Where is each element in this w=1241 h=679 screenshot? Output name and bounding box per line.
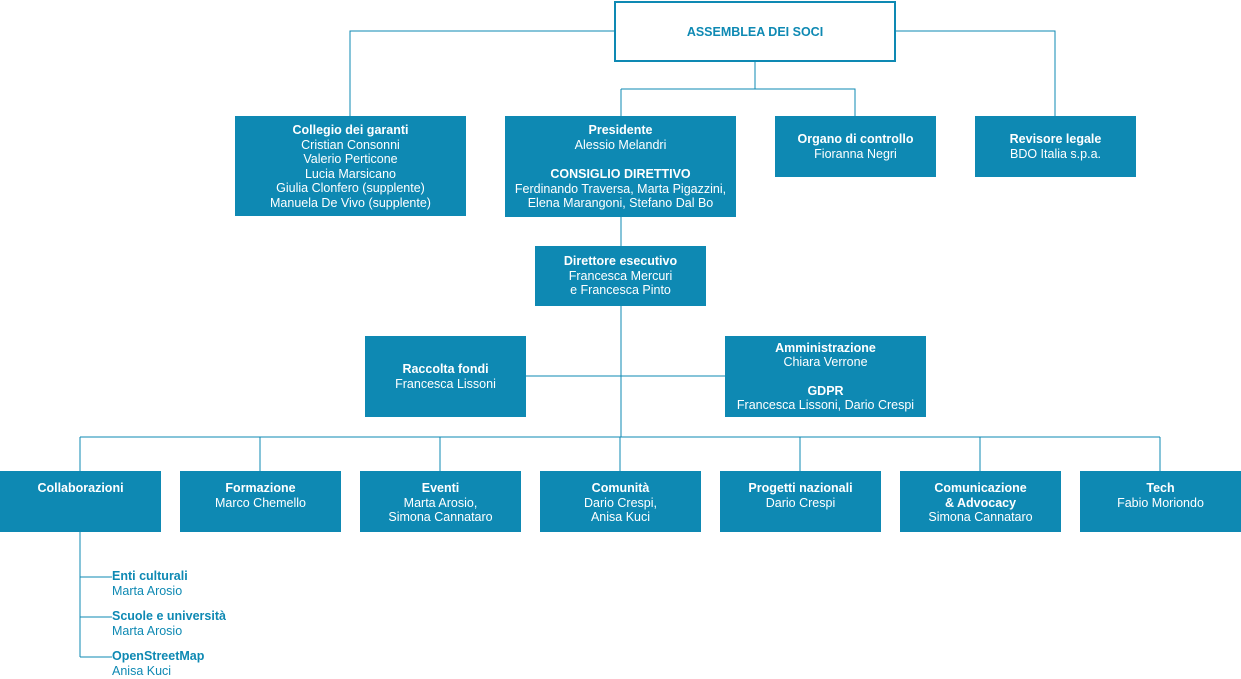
organo-controllo-box: Organo di controllo Fioranna Negri bbox=[775, 116, 936, 177]
direttore-esecutivo-box: Direttore esecutivo Francesca Mercuri e … bbox=[535, 246, 706, 306]
sub-title: Enti culturali bbox=[112, 569, 188, 583]
sub-enti-culturali: Enti culturali Marta Arosio bbox=[112, 569, 188, 599]
area-name: Simona Cannataro bbox=[928, 510, 1033, 524]
collegio-member: Valerio Perticone bbox=[303, 152, 398, 166]
assemblea-soci-title: ASSEMBLEA DEI SOCI bbox=[686, 24, 824, 39]
consiglio-member: Ferdinando Traversa, Marta Pigazzini, bbox=[514, 181, 727, 196]
area-collaborazioni-box: Collaborazioni bbox=[0, 471, 161, 532]
area-progetti-nazionali-box: Progetti nazionali Dario Crespi bbox=[720, 471, 881, 532]
area-name: Simona Cannataro bbox=[388, 510, 493, 524]
collegio-member: Giulia Clonfero (supplente) bbox=[276, 181, 425, 195]
direttore-name: e Francesca Pinto bbox=[570, 283, 671, 298]
presidente-title: Presidente bbox=[588, 123, 653, 137]
assemblea-soci-box: ASSEMBLEA DEI SOCI bbox=[614, 1, 896, 62]
collegio-member: Lucia Marsicano bbox=[304, 166, 396, 181]
sub-name: Anisa Kuci bbox=[112, 664, 172, 678]
consiglio-member: Elena Marangoni, Stefano Dal Bo bbox=[527, 196, 714, 210]
amministrazione-name: Chiara Verrone bbox=[783, 355, 868, 369]
sub-title: Scuole e università bbox=[112, 609, 226, 623]
collegio-member: Manuela De Vivo (supplente) bbox=[270, 195, 431, 210]
raccolta-fondi-name: Francesca Lissoni bbox=[395, 376, 496, 391]
area-title: Progetti nazionali bbox=[748, 481, 853, 495]
area-name: Fabio Moriondo bbox=[1117, 495, 1204, 510]
direttore-esecutivo-title: Direttore esecutivo bbox=[563, 254, 678, 269]
collegio-member: Cristian Consonni bbox=[301, 137, 400, 152]
area-title: Comunità bbox=[591, 481, 650, 495]
revisore-legale-name: BDO Italia s.p.a. bbox=[1009, 146, 1101, 161]
sub-name: Marta Arosio bbox=[112, 584, 183, 598]
area-title: Formazione bbox=[225, 481, 296, 495]
sub-title: OpenStreetMap bbox=[112, 649, 205, 663]
revisore-legale-title: Revisore legale bbox=[1009, 132, 1102, 146]
sub-openstreetmap: OpenStreetMap Anisa Kuci bbox=[112, 649, 204, 679]
area-name: Anisa Kuci bbox=[590, 510, 651, 524]
consiglio-direttivo-title: CONSIGLIO DIRETTIVO bbox=[550, 167, 691, 181]
area-eventi-box: Eventi Marta Arosio, Simona Cannataro bbox=[360, 471, 521, 532]
amministrazione-box: Amministrazione Chiara Verrone GDPR Fran… bbox=[725, 336, 926, 417]
area-name: Marta Arosio, bbox=[403, 495, 478, 510]
sub-name: Marta Arosio bbox=[112, 624, 183, 638]
sub-scuole-universita: Scuole e università Marta Arosio bbox=[112, 609, 226, 639]
area-title: Eventi bbox=[421, 481, 460, 495]
area-name: Dario Crespi, bbox=[584, 495, 657, 510]
direttore-name: Francesca Mercuri bbox=[568, 268, 673, 283]
amministrazione-title: Amministrazione bbox=[775, 340, 876, 355]
area-tech-box: Tech Fabio Moriondo bbox=[1080, 471, 1241, 532]
gdpr-names: Francesca Lissoni, Dario Crespi bbox=[736, 398, 915, 412]
presidente-name: Alessio Melandri bbox=[574, 137, 667, 152]
area-name: Dario Crespi bbox=[765, 495, 836, 510]
area-title: Comunicazione bbox=[934, 481, 1027, 495]
raccolta-fondi-box: Raccolta fondi Francesca Lissoni bbox=[365, 336, 526, 417]
collegio-garanti-title: Collegio dei garanti bbox=[292, 123, 409, 137]
revisore-legale-box: Revisore legale BDO Italia s.p.a. bbox=[975, 116, 1136, 177]
area-name: Marco Chemello bbox=[214, 495, 306, 510]
organo-controllo-name: Fioranna Negri bbox=[814, 146, 897, 161]
area-formazione-box: Formazione Marco Chemello bbox=[180, 471, 341, 532]
area-title: Tech bbox=[1146, 481, 1175, 495]
organo-controllo-title: Organo di controllo bbox=[797, 132, 914, 146]
collegio-garanti-box: Collegio dei garanti Cristian Consonni V… bbox=[235, 116, 466, 216]
raccolta-fondi-title: Raccolta fondi bbox=[402, 362, 489, 376]
gdpr-title: GDPR bbox=[807, 383, 844, 398]
area-comunicazione-box: Comunicazione & Advocacy Simona Cannatar… bbox=[900, 471, 1061, 532]
area-title: Collaborazioni bbox=[37, 481, 124, 495]
area-comunita-box: Comunità Dario Crespi, Anisa Kuci bbox=[540, 471, 701, 532]
area-title-line2: & Advocacy bbox=[944, 495, 1017, 510]
presidente-box: Presidente Alessio Melandri CONSIGLIO DI… bbox=[505, 116, 736, 217]
